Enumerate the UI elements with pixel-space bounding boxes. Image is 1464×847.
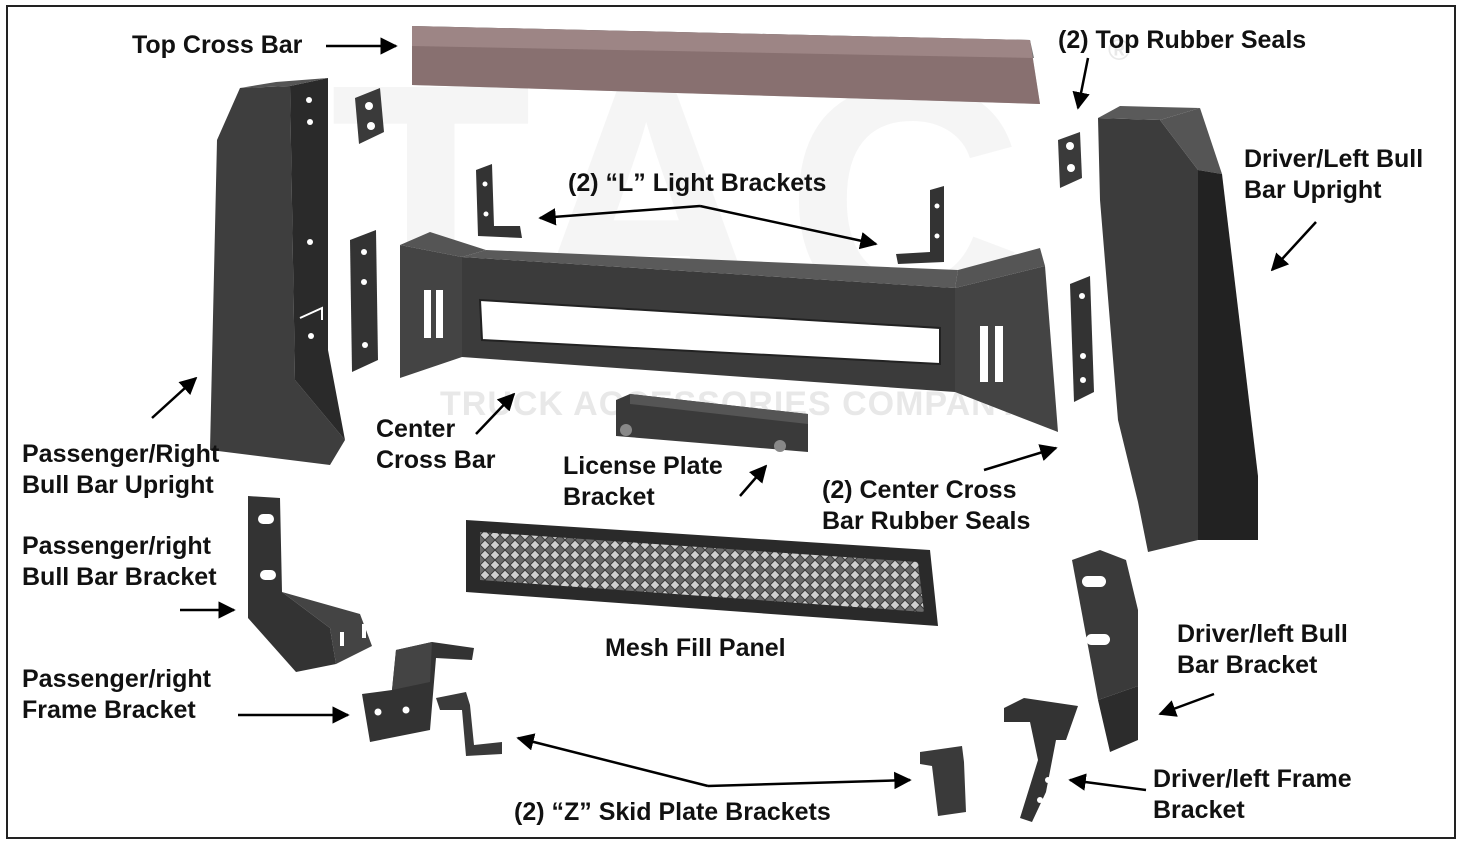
arrow-center-cross-bar [475,392,516,435]
center-rubber-seal-right [1070,276,1094,402]
arrow-license-plate-bracket [739,464,768,497]
l-light-bracket-right [896,186,944,264]
arrow-top-rubber-seals [1072,57,1090,110]
label-line: Frame Bracket [22,696,196,724]
passenger-right-frame-bracket [362,642,474,742]
z-skid-plate-bracket-right [920,746,966,816]
arrow-center-seals [983,444,1058,472]
driver-left-frame-bracket [1004,698,1078,822]
label-line: Driver/left Frame [1153,765,1352,793]
label-line: Bracket [563,483,655,511]
label-line: License Plate [563,452,723,480]
label-line: Passenger/right [22,665,211,693]
label-line: Center [376,415,456,443]
label-line: Bull Bar Upright [22,471,214,499]
label-line: Bar Upright [1244,176,1382,204]
arrow-passenger-upright [151,376,198,419]
driver-left-bull-bar-bracket [1072,550,1138,752]
label-line: Bull Bar Bracket [22,563,217,591]
watermark-registered-mark: ® [1108,34,1131,67]
arrow-driver-bull-bracket [1158,692,1215,717]
label-license-plate-bracket: License Plate Bracket [563,451,723,513]
label-mesh-fill-panel: Mesh Fill Panel [605,634,786,662]
license-plate-bracket [616,394,808,452]
l-light-bracket-left [476,164,522,238]
label-top-rubber-seals: (2) Top Rubber Seals [1058,26,1307,54]
arrow-z-right [707,771,912,790]
label-top-cross-bar: Top Cross Bar [132,31,303,59]
label-line: Cross Bar [376,446,496,474]
label-l-light-brackets: (2) “L” Light Brackets [568,169,827,197]
label-driver-left-bull-bar-bracket: Driver/left Bull Bar Bracket [1177,619,1348,681]
label-driver-left-bull-bar-upright: Driver/Left Bull Bar Upright [1244,144,1423,206]
diagram-frame [6,5,1456,839]
top-cross-bar [412,26,1040,104]
center-cross-bar [400,232,1058,432]
label-passenger-right-bull-bar-upright: Passenger/Right Bull Bar Upright [22,439,219,501]
passenger-right-bull-bar-upright [210,78,345,465]
arrow-l-bracket-right [699,204,878,250]
label-line: Bracket [1153,796,1245,824]
leader-arrows [151,37,1317,792]
label-center-cross-bar-rubber-seals: (2) Center Cross Bar Rubber Seals [822,475,1030,537]
label-passenger-right-frame-bracket: Passenger/right Frame Bracket [22,664,211,726]
top-rubber-seal-right [1058,132,1082,188]
label-line: Driver/left Bull [1177,620,1348,648]
arrow-driver-upright [1270,221,1317,272]
passenger-right-bull-bar-bracket [248,496,372,672]
arrow-l-bracket-left [538,204,701,226]
arrow-driver-frame-bracket [1068,773,1147,792]
top-rubber-seal-left [355,88,384,144]
label-line: Bar Bracket [1177,651,1318,679]
label-line: Passenger/Right [22,440,220,468]
label-z-skid-plate-brackets: (2) “Z” Skid Plate Brackets [514,798,831,826]
label-passenger-right-bull-bar-bracket: Passenger/right Bull Bar Bracket [22,531,217,593]
center-rubber-seal-left [350,230,378,372]
z-skid-plate-bracket-left [436,692,502,756]
mesh-fill-panel [466,520,938,626]
label-line: Driver/Left Bull [1244,145,1424,173]
arrow-z-left [516,733,709,788]
driver-left-bull-bar-upright [1098,106,1258,552]
label-line: (2) Center Cross [822,476,1017,504]
label-center-cross-bar: Center Cross Bar [376,414,496,476]
label-line: Passenger/right [22,532,211,560]
label-line: Bar Rubber Seals [822,507,1031,535]
label-driver-left-frame-bracket: Driver/left Frame Bracket [1153,764,1352,826]
